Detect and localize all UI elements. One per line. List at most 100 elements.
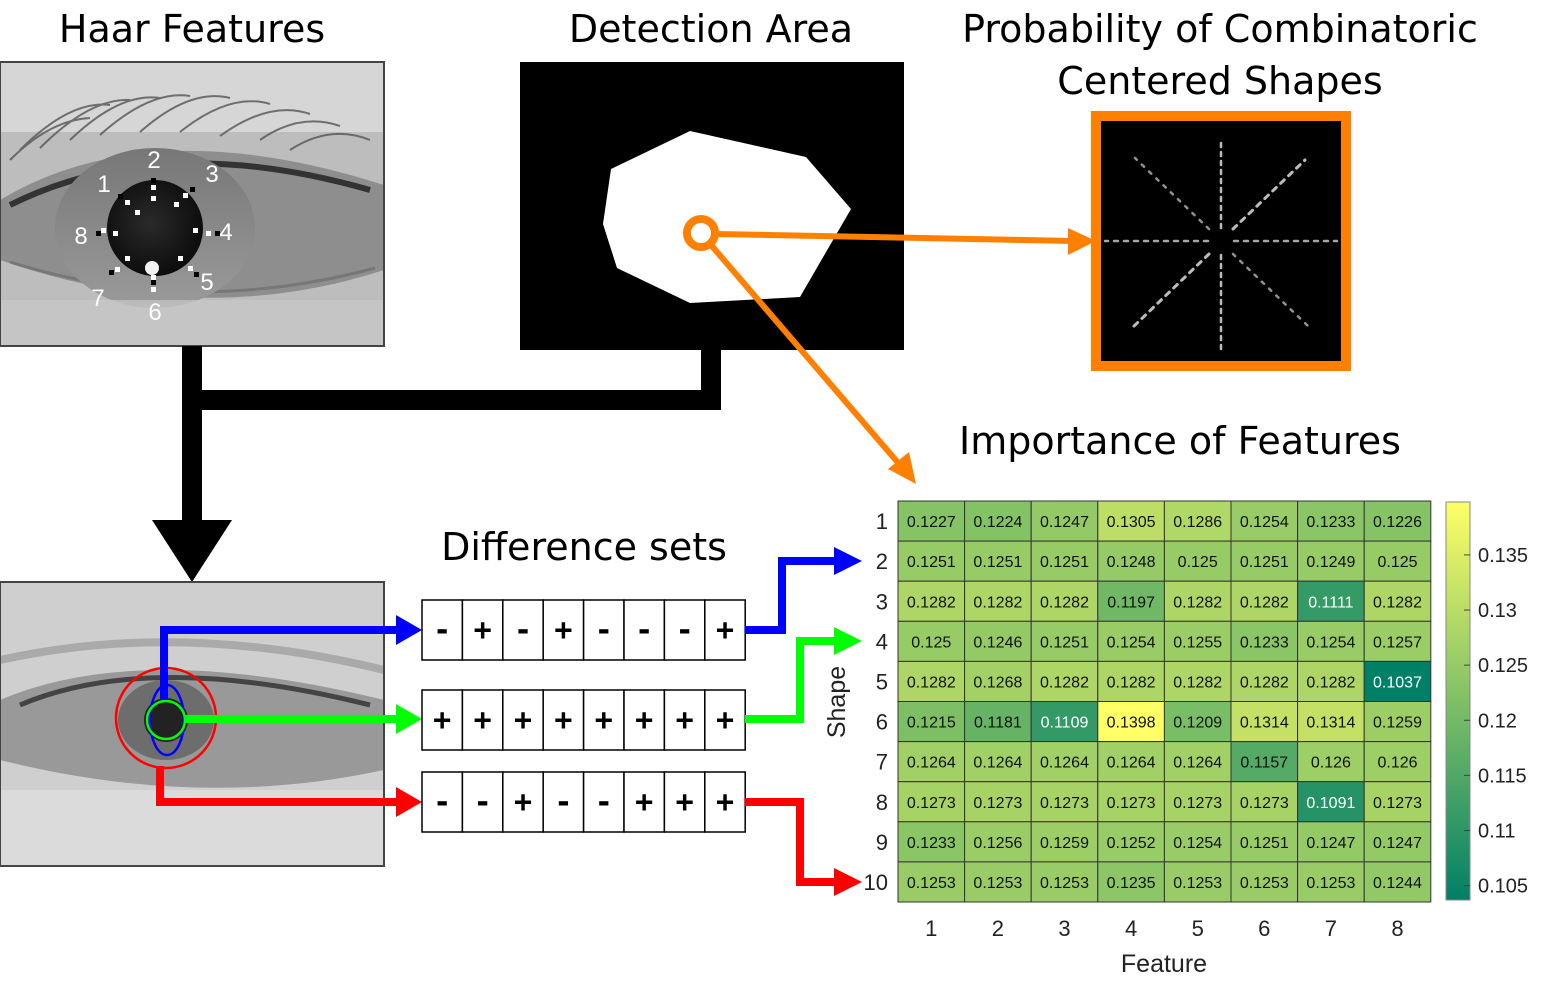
heatmap-cell-value: 0.1286 (1173, 514, 1222, 531)
heatmap-cell-value: 0.1037 (1373, 674, 1422, 691)
difference-cell (623, 771, 666, 833)
heatmap-cell-value: 0.1256 (973, 835, 1022, 852)
heatmap-cell (1297, 580, 1365, 622)
heatmap-cell-value: 0.1233 (1306, 514, 1355, 531)
difference-sign: + (433, 703, 451, 738)
colorbar-tick-label: 0.11 (1478, 821, 1515, 843)
difference-cell (582, 599, 625, 661)
difference-set-row: --+--+++ (421, 771, 746, 833)
black-flow-connector (152, 346, 721, 582)
difference-set-row: -+-+---+ (421, 599, 746, 661)
heatmap-cell-value: 0.1091 (1306, 795, 1355, 812)
difference-cell (421, 689, 464, 751)
heatmap-cell (964, 620, 1032, 662)
heatmap-cell-value: 0.1257 (1373, 634, 1422, 651)
difference-sign: - (433, 785, 451, 820)
heatmap-cell (897, 620, 966, 662)
difference-sign: + (554, 613, 572, 648)
heatmap-cell (897, 580, 966, 622)
heatmap-cell (964, 500, 1032, 542)
heatmap-cell-value: 0.1282 (907, 674, 956, 691)
colorbar (1445, 501, 1471, 901)
heatmap-cell-value: 0.1282 (907, 594, 956, 611)
difference-sign: + (716, 703, 734, 738)
heatmap-cell-value: 0.1282 (1040, 674, 1089, 691)
heatmap-cell-value: 0.1254 (1173, 835, 1222, 852)
heatmap-y-tick: 7 (876, 750, 888, 775)
heatmap-cell-value: 0.1273 (973, 795, 1022, 812)
difference-sign: + (635, 785, 653, 820)
heatmap-cell-value: 0.1247 (1306, 835, 1355, 852)
difference-cell (704, 599, 746, 661)
colorbar-tick-label: 0.105 (1478, 876, 1528, 898)
heatmap-cell-value: 0.1249 (1306, 554, 1355, 571)
heatmap-cell-value: 0.126 (1377, 755, 1417, 772)
heatmap-cell-value: 0.1264 (907, 755, 956, 772)
difference-sets: -+-+---+++++++++--+--+++ (421, 599, 746, 833)
heatmap-cell (1230, 580, 1299, 622)
heatmap-cell-value: 0.1233 (1240, 634, 1289, 651)
heatmap-cell-value: 0.1314 (1240, 715, 1289, 732)
difference-cell (421, 771, 464, 833)
heatmap-cell (897, 861, 966, 903)
heatmap-cell-value: 0.1251 (973, 554, 1022, 571)
heatmap-cell (964, 580, 1032, 622)
heatmap-cell-value: 0.126 (1311, 755, 1351, 772)
heatmap-cell-value: 0.1248 (1107, 554, 1156, 571)
colorbar-tick-label: 0.115 (1478, 765, 1527, 787)
difference-set-row: ++++++++ (421, 689, 746, 751)
heatmap-cell-value: 0.1246 (973, 634, 1022, 651)
difference-sign: - (595, 613, 613, 648)
difference-sign: + (474, 703, 492, 738)
heatmap-cell-value: 0.1157 (1240, 755, 1288, 772)
heatmap-cell-value: 0.1264 (973, 755, 1022, 772)
difference-cell (704, 771, 746, 833)
colorbar-tick-label: 0.12 (1478, 710, 1517, 732)
probability-title-line2: Centered Shapes (1057, 59, 1382, 103)
shape-eye-image (0, 582, 384, 866)
heatmap-cell-value: 0.1282 (1173, 594, 1222, 611)
heatmap-y-tick: 5 (876, 669, 888, 694)
heatmap-x-tick: 4 (1125, 916, 1137, 941)
heatmap-cell (964, 781, 1032, 823)
red-arrow (156, 766, 422, 817)
heatmap-cell-value: 0.1253 (973, 875, 1022, 892)
heatmap-cell-value: 0.1314 (1306, 715, 1355, 732)
heatmap-cell-value: 0.125 (1178, 554, 1218, 571)
heatmap-cell (1163, 620, 1232, 662)
difference-cell (542, 771, 585, 833)
heatmap-cell-value: 0.1282 (1240, 674, 1289, 691)
haar-sample-points (96, 178, 220, 292)
heatmap-cell (1363, 861, 1432, 903)
haar-point-8: 8 (74, 223, 87, 250)
heatmap-x-tick: 8 (1391, 916, 1403, 941)
heatmap-cell-value: 0.1273 (1373, 795, 1422, 812)
heatmap-cell-value: 0.1253 (1173, 875, 1222, 892)
heatmap-cell-value: 0.1244 (1373, 875, 1422, 892)
orange-arrows (683, 215, 1096, 484)
heatmap-cell (1297, 861, 1365, 903)
blue-row-arrow (745, 547, 862, 634)
difference-cell (461, 599, 504, 661)
heatmap-cell (1230, 620, 1299, 662)
difference-sign: - (676, 613, 694, 648)
heatmap-cell (1363, 540, 1432, 582)
heatmap-x-tick: 5 (1192, 916, 1204, 941)
heatmap-cell-value: 0.1215 (907, 715, 956, 732)
heatmap-cell (897, 741, 966, 783)
heatmap-cell (1097, 540, 1165, 582)
haar-point-5: 5 (200, 269, 213, 296)
detection-region (603, 131, 851, 303)
heatmap-cell-value: 0.1268 (973, 674, 1022, 691)
difference-sign: - (433, 613, 451, 648)
heatmap-cell-value: 0.1282 (1240, 594, 1289, 611)
heatmap-cell-value: 0.1254 (1107, 634, 1156, 651)
difference-sign: - (474, 785, 492, 820)
haar-point-3: 3 (205, 161, 218, 188)
difference-sign: + (716, 785, 734, 820)
detection-area-title: Detection Area (569, 7, 853, 51)
heatmap-cell (1163, 580, 1232, 622)
difference-cell (623, 689, 666, 751)
